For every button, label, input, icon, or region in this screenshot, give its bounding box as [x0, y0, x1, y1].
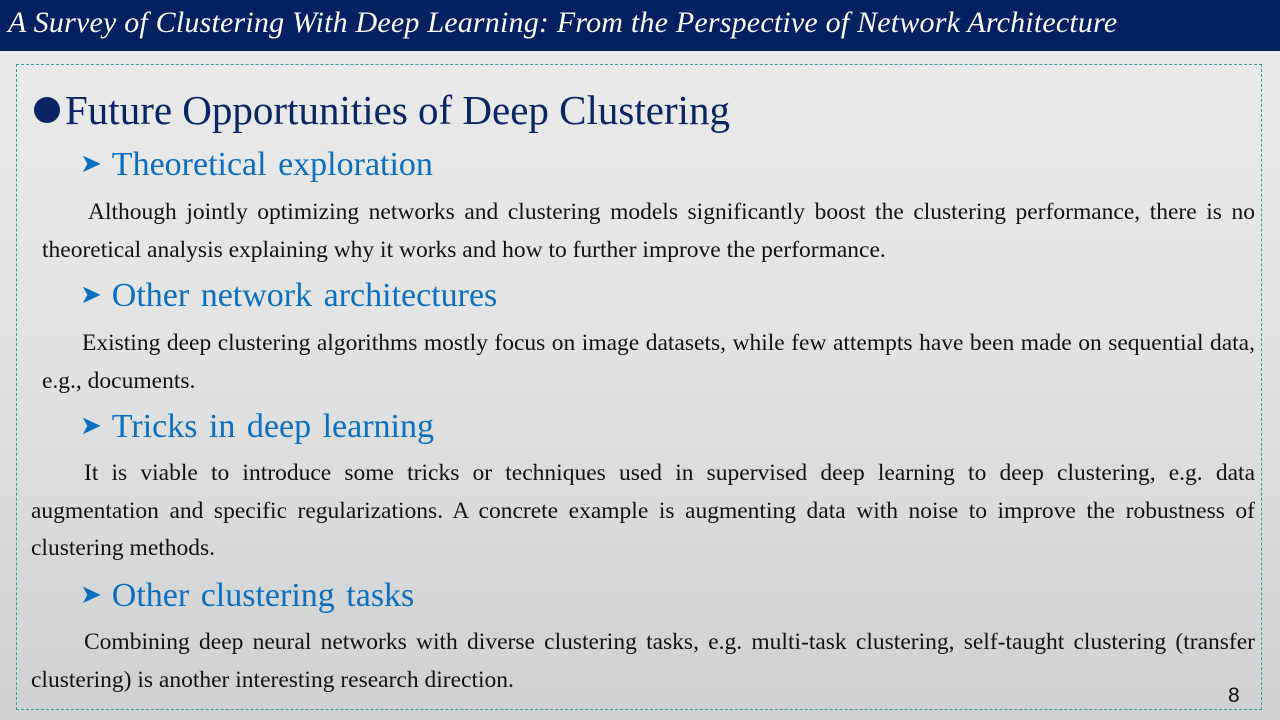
- section-text-content: It is viable to introduce some tricks or…: [31, 460, 1255, 561]
- bullet-icon: [34, 97, 60, 123]
- main-heading: Future Opportunities of Deep Clustering: [34, 86, 730, 134]
- section-title: Tricks in deep learning: [111, 408, 434, 445]
- section-text-content: Although jointly optimizing networks and…: [42, 199, 1255, 263]
- section-text-content: Existing deep clustering algorithms most…: [42, 330, 1255, 394]
- title-bar: A Survey of Clustering With Deep Learnin…: [0, 0, 1280, 51]
- slide-title: A Survey of Clustering With Deep Learnin…: [8, 6, 1118, 39]
- arrow-bullet-icon: ➤: [80, 411, 102, 440]
- section-heading-theoretical: ➤ Theoretical exploration: [80, 146, 433, 184]
- section-text-content: Combining deep neural networks with dive…: [31, 629, 1255, 693]
- content-frame: [16, 64, 1262, 710]
- section-text: Existing deep clustering algorithms most…: [42, 325, 1255, 400]
- section-title: Other clustering tasks: [111, 577, 415, 614]
- section-text: Combining deep neural networks with dive…: [31, 624, 1255, 699]
- section-text: Although jointly optimizing networks and…: [42, 194, 1255, 269]
- arrow-bullet-icon: ➤: [80, 280, 102, 309]
- section-heading-tasks: ➤ Other clustering tasks: [80, 577, 414, 615]
- arrow-bullet-icon: ➤: [80, 580, 102, 609]
- section-heading-architectures: ➤ Other network architectures: [80, 277, 497, 315]
- page-number: 8: [1228, 684, 1240, 707]
- section-title: Other network architectures: [111, 277, 498, 314]
- main-heading-text: Future Opportunities of Deep Clustering: [65, 87, 731, 133]
- section-text: It is viable to introduce some tricks or…: [31, 455, 1255, 568]
- section-title: Theoretical exploration: [111, 146, 433, 183]
- section-heading-tricks: ➤ Tricks in deep learning: [80, 408, 434, 446]
- arrow-bullet-icon: ➤: [80, 149, 102, 178]
